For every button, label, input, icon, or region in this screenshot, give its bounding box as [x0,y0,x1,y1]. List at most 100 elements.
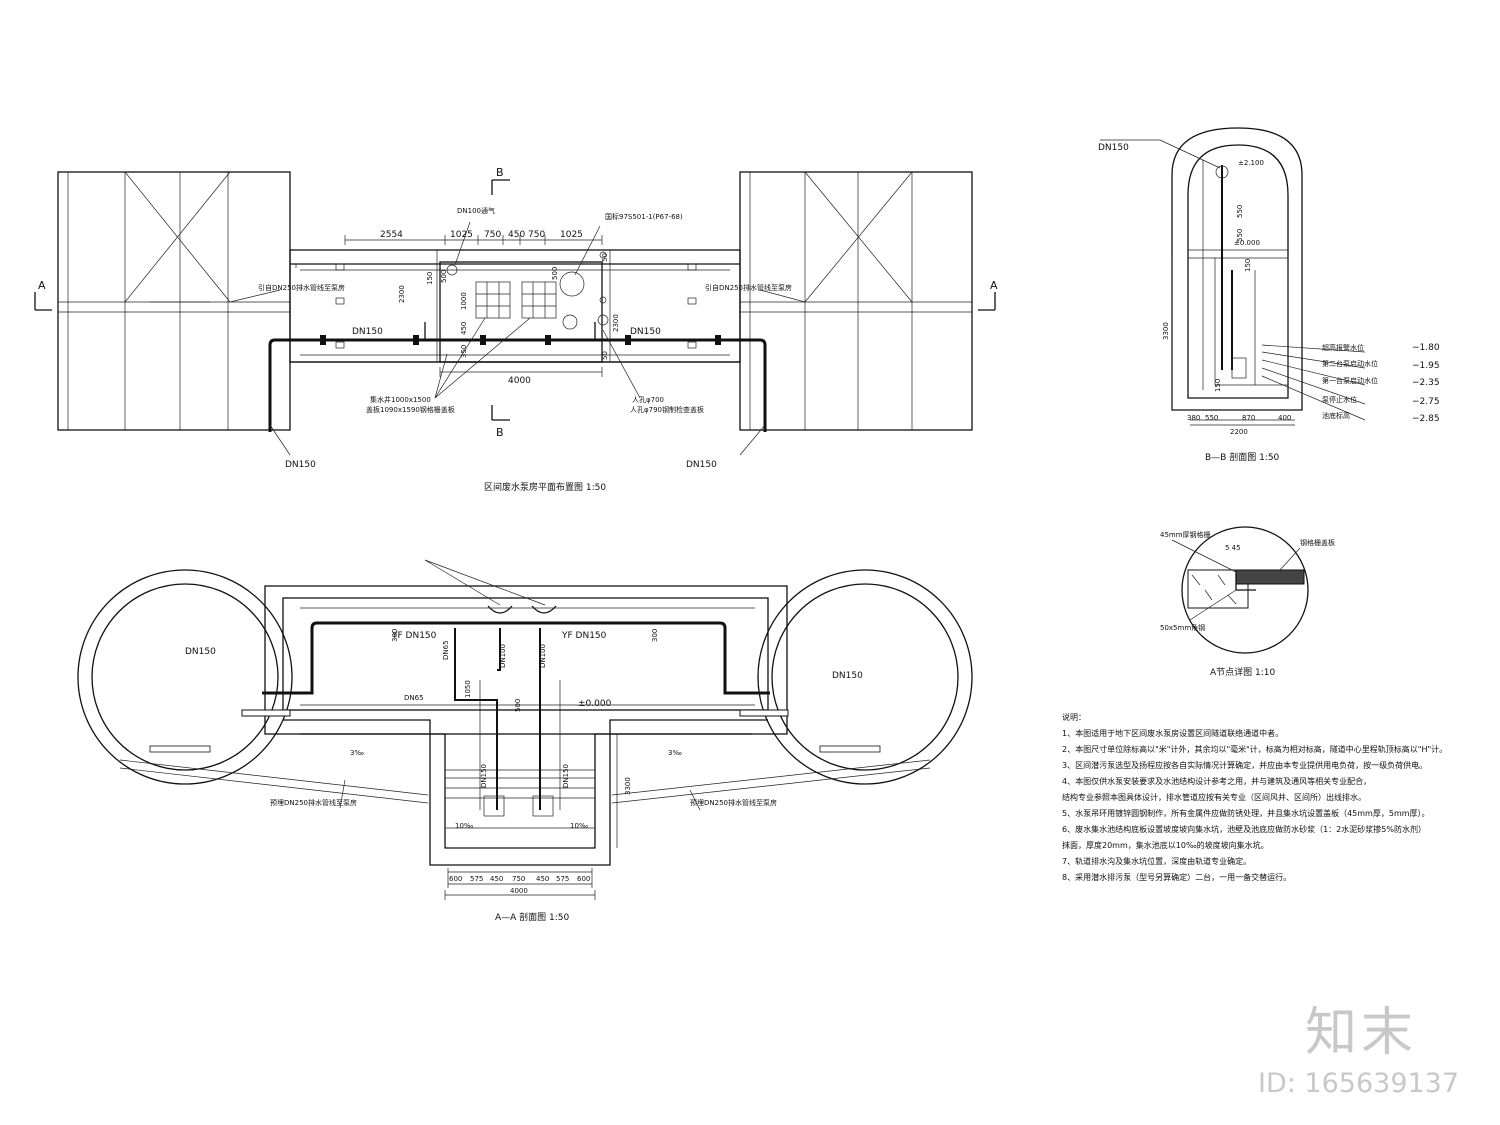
note-6: 6、废水集水池结构底板设置坡度坡向集水坑，池壁及池底应做防水砂浆（1：2水泥砂浆… [1062,825,1426,834]
note-4b: 结构专业参照本图具体设计，排水管道应按有关专业（区间风井、区间所）出线排水。 [1062,793,1366,802]
bb-elev-0: −1.80 [1412,343,1440,353]
aa-label-0: YF DN150 [391,631,437,641]
plan-riser-left: DN150 [285,460,316,470]
aa-bdim-6: 600 [577,875,590,883]
aa-bdim-3: 750 [512,875,525,883]
plan-anno-manhole-cover: 人孔φ790钢制检查盖板 [630,405,704,414]
plan-passage [289,249,741,363]
plan-dim-1025a: 1025 [450,230,473,240]
detail-a-view [1171,526,1309,654]
watermark-logo: 知末 [1305,1003,1418,1063]
plan-vdim-3: 1000 [460,292,468,310]
bb-vdim-3: 150 [1214,379,1222,392]
detail-label-0: 45mm厚钢格栅 [1160,530,1211,539]
note-1: 1、本图适用于地下区间废水泵房设置区间隧道联络通道中者。 [1062,729,1284,738]
plan-vdim-5: 350 [460,345,468,358]
aa-drain-left: 预埋DN250排水管线至泵房 [270,798,357,807]
plan-drain-right: 引自DN250排水管线至泵房 [705,283,792,292]
plan-view [34,171,996,456]
plan-dim-2554: 2554 [380,230,403,240]
plan-anno-manhole: 人孔φ700 [632,396,664,404]
bb-elev-1: −1.95 [1412,361,1440,371]
bb-dim-1: 550 [1205,414,1218,422]
bb-level-zero: ±0.000 [1234,239,1260,247]
bb-level-note-2: 第一台泵启动水位 [1322,376,1378,385]
bb-elev-3: −2.75 [1412,397,1440,407]
plan-pipes [150,263,767,432]
bb-dim-0: 380 [1187,414,1200,422]
aa-vdim-3: 500 [514,699,522,712]
bb-vdim-2: 550 [1236,229,1244,242]
plan-dim-750a: 750 [484,230,501,240]
detail-label-3: 50x5mm角钢 [1160,623,1205,632]
design-notes: 说明： 1、本图适用于地下区间废水泵房设置区间隧道联络通道中者。 2、本图尺寸单… [1062,710,1462,886]
plan-right-tunnel [739,171,973,431]
plan-vdim-6: 50 [601,253,609,262]
plan-vdim-9: 50 [601,351,609,360]
bb-total: 2200 [1230,428,1248,436]
section-bb-view [1100,127,1366,426]
aa-title: A—A 剖面图 1:50 [495,911,570,923]
bb-vdim-4: 150 [1244,259,1252,272]
plan-dim-1025b: 1025 [560,230,583,240]
detail-label-1: 5 45 [1225,544,1241,552]
plan-section-marks [34,179,996,421]
plan-anno-vent: DN100通气 [457,206,495,215]
plan-anno-grate: 盖板1090x1590钢格栅盖板 [366,405,455,414]
aa-bdim-2: 450 [490,875,503,883]
plan-dim-4000: 4000 [508,376,531,386]
aa-label-9: DN150 [562,764,570,788]
plan-mark-b-top: B [496,166,504,179]
plan-dim-450: 450 [508,230,525,240]
bb-title: B—B 剖面图 1:50 [1205,451,1280,463]
plan-anno-pit: 集水井1000x1500 [370,395,431,404]
aa-slope-left: 3‰ [350,749,364,757]
note-7: 7、轨道排水沟及集水坑位置，深度由轨道专业确定。 [1062,857,1252,866]
bb-elev-2: −2.35 [1412,378,1440,388]
aa-vdim-1: 300 [651,629,659,642]
plan-labels: A A B B 2554 1025 750 450 750 1025 4000 … [38,166,998,493]
aa-slope-pct-left: 10‰ [455,822,474,830]
plan-title: 区间废水泵房平面布置图 1:50 [484,481,606,493]
aa-bdim-4: 450 [536,875,549,883]
plan-mark-a-right: A [990,279,998,292]
bb-dim-2: 870 [1242,414,1255,422]
aa-label-8: DN150 [480,764,488,788]
section-aa-view [77,559,973,900]
bb-level-top: ±2.100 [1238,159,1264,167]
aa-drain-right: 预埋DN250排水管线至泵房 [690,798,777,807]
aa-label-1: YF DN150 [561,631,607,641]
watermark-id: ID: 165639137 [1258,1068,1460,1099]
bb-level-note-3: 泵停止水位 [1322,395,1357,404]
detail-label-2: 钢格栅盖板 [1300,538,1335,547]
plan-vdim-0: 2300 [398,285,406,303]
plan-anno-std: 国标97S501-1(P67-68) [605,212,683,221]
detail-a-labels: 45mm厚钢格栅 5 45 钢格栅盖板 50x5mm角钢 A节点详图 1:10 [1160,530,1335,678]
aa-bdim-5: 575 [556,875,569,883]
bb-elev-4: −2.85 [1412,414,1440,424]
aa-bdim-0: 600 [449,875,462,883]
aa-label-4: DN150 [185,647,216,657]
bb-dim-3: 400 [1278,414,1291,422]
note-4: 4、本图仅供水泵安装要求及水池结构设计参考之用，并与建筑及通风等相关专业配合， [1062,777,1372,786]
aa-vdim-4: 3300 [624,777,632,795]
plan-riser-right: DN150 [686,460,717,470]
note-3: 3、区间潜污泵选型及扬程应按各自实际情况计算确定，并应由本专业提供用电负荷，按一… [1062,761,1428,770]
bb-level-note-4: 池底标高 [1322,411,1350,420]
bb-level-note-0: 超高报警水位 [1322,343,1364,352]
plan-mark-a-left: A [38,279,46,292]
note-2: 2、本图尺寸单位除标高以"米"计外，其余均以"毫米"计，标高为相对标高，隧道中心… [1062,745,1448,754]
plan-vdim-1: 150 [426,272,434,285]
note-8: 8、采用潜水排污泵（型号另算确定）二台，一用一备交替运行。 [1062,873,1292,882]
aa-vdim-2: 1050 [464,680,472,698]
aa-label-5: DN150 [832,671,863,681]
aa-label-3: DN65 [404,694,424,702]
aa-label-10: ±0.000 [578,699,612,709]
plan-mark-b-bottom: B [496,426,504,439]
plan-dim-750b: 750 [528,230,545,240]
plan-vdim-4: 450 [460,322,468,335]
bb-vdim-1: 550 [1236,205,1244,218]
plan-pipe-label-right: DN150 [630,327,661,337]
notes-heading: 说明： [1062,713,1086,722]
